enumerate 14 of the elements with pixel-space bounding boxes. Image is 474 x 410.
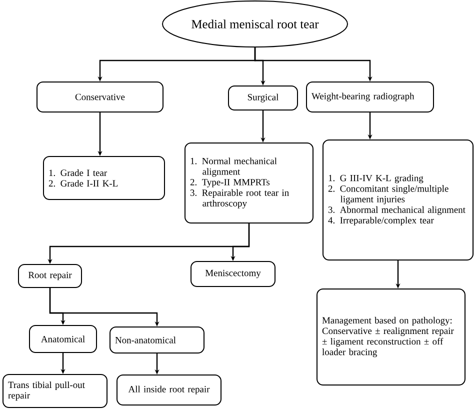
list-box: 1. G III-IV K-L grading 2. Concomitant single/multiple ligament injuries 3. Abnormal mechanical alignment 4. Irreparable/complex tear: [322, 140, 474, 260]
process-box: Meniscectomy: [190, 261, 276, 287]
process-box: Conservative: [36, 82, 164, 112]
process-box: Non-anatomical: [110, 326, 204, 354]
process-box: Anatomical: [29, 325, 97, 353]
ellipse-node: Medial meniscal root tear: [162, 0, 348, 48]
list-box: 1. Grade I tear 2. Grade I-II K-L: [43, 156, 165, 200]
process-box: Management based on pathology: Conservative ± realignment repair ± ligament reconstruction ± off loader bracing: [316, 288, 466, 386]
list-box: 1. Normal mechanical alignment 2. Type-II MMPRTs 3. Repairable root tear in arthroscopy: [184, 142, 314, 224]
process-box: All inside root repair: [116, 374, 222, 406]
process-box: Surgical: [228, 86, 298, 110]
process-box: Root repair: [18, 264, 82, 288]
process-box: Trans tibial pull-out repair: [2, 374, 108, 408]
process-box: Weight-bearing radiograph: [306, 82, 434, 112]
